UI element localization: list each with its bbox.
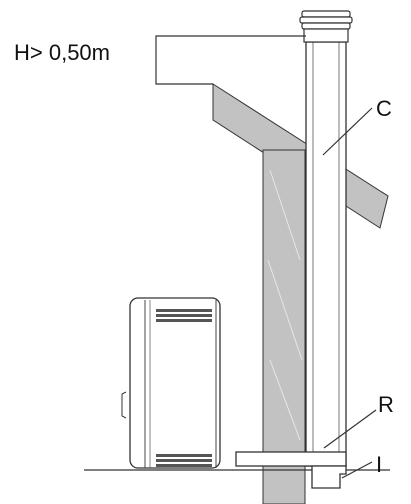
stove-top-grille	[156, 309, 212, 322]
chimney-label: C	[376, 96, 392, 121]
stove-bottom-grille	[156, 454, 212, 467]
stove-icon	[129, 297, 221, 469]
shaft-hatching	[267, 169, 303, 441]
flue-pipe	[305, 41, 347, 467]
stove-handle-icon	[121, 391, 127, 419]
masonry-shaft	[262, 149, 306, 504]
inspection-label: I	[376, 452, 382, 477]
inspection-cap	[311, 465, 347, 489]
connector-pipe	[235, 451, 347, 467]
height-dimension	[155, 35, 306, 85]
connector-label: R	[378, 392, 394, 417]
height-label: H> 0,50m	[14, 40, 110, 65]
leader-c	[322, 107, 373, 156]
leader-i	[341, 461, 373, 479]
chimney-cap-icon	[299, 10, 353, 43]
leader-r	[323, 409, 377, 449]
